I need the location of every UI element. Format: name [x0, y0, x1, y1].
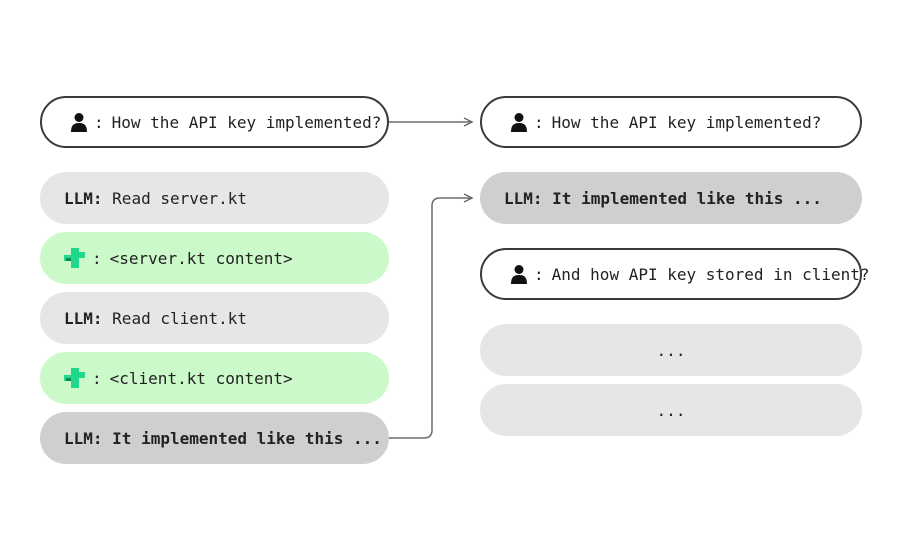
- llm-answer-text: LLM: It implemented like this ...: [504, 188, 822, 208]
- separator: :: [534, 264, 544, 284]
- ellipsis-text: ...: [656, 340, 686, 360]
- right-ellipsis-2: ...: [480, 384, 862, 436]
- tool-server-text: <server.kt content>: [109, 248, 293, 268]
- person-icon: [510, 264, 528, 284]
- llm-answer-text: LLM: It implemented like this ...: [64, 428, 382, 448]
- right-ellipsis-1: ...: [480, 324, 862, 376]
- llm-read-client-text: Read client.kt: [112, 308, 248, 328]
- left-tool-client-content: : <client.kt content>: [40, 352, 389, 404]
- llm-read-server-text: Read server.kt: [112, 188, 248, 208]
- left-user-question: : How the API key implemented?: [40, 96, 389, 148]
- right-user-question: : How the API key implemented?: [480, 96, 862, 148]
- person-icon: [70, 112, 88, 132]
- user-question-text: How the API key implemented?: [111, 112, 382, 132]
- right-llm-answer: LLM: It implemented like this ...: [480, 172, 862, 224]
- separator: :: [92, 368, 102, 388]
- left-tool-server-content: : <server.kt content>: [40, 232, 389, 284]
- answer-arrow: [389, 198, 472, 439]
- separator: :: [534, 112, 544, 132]
- user-question-text: How the API key implemented?: [551, 112, 822, 132]
- llm-speaker: LLM:: [64, 188, 103, 208]
- ellipsis-text: ...: [656, 400, 686, 420]
- right-user-followup: : And how API key stored in client?: [480, 248, 870, 300]
- left-llm-answer: LLM: It implemented like this ...: [40, 412, 389, 464]
- left-llm-read-client: LLM: Read client.kt: [40, 292, 389, 344]
- tool-logo-icon: [64, 368, 86, 388]
- person-icon: [510, 112, 528, 132]
- llm-speaker: LLM:: [64, 308, 103, 328]
- separator: :: [92, 248, 102, 268]
- user-followup-text: And how API key stored in client?: [551, 264, 870, 284]
- tool-logo-icon: [64, 248, 86, 268]
- tool-client-text: <client.kt content>: [109, 368, 293, 388]
- separator: :: [94, 112, 104, 132]
- left-llm-read-server: LLM: Read server.kt: [40, 172, 389, 224]
